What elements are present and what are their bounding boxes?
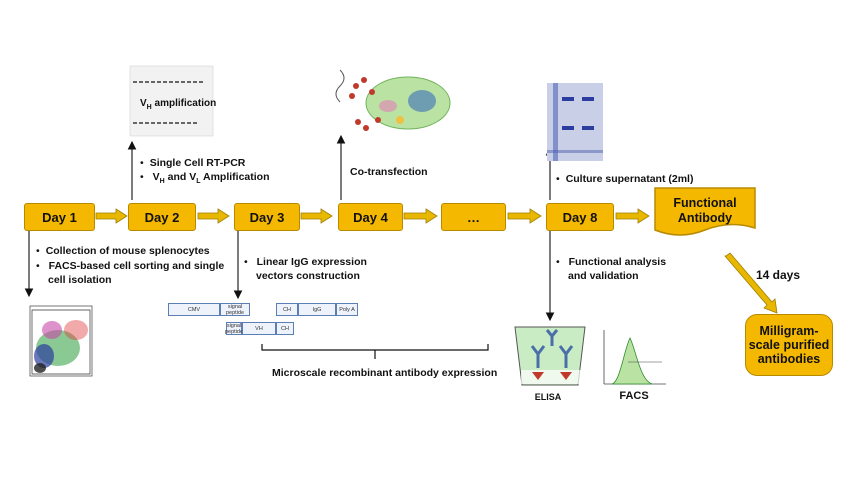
vector-igg: IgG [298, 303, 336, 316]
arrow-day4-ellipsis [403, 208, 438, 224]
arrow-day1-day2 [95, 208, 128, 224]
ellipsis-box: … [441, 203, 506, 231]
duration-label: 14 days [756, 268, 801, 282]
vector-signal-peptide-2: signal peptide [224, 322, 244, 335]
gel-caption: VH amplification [140, 98, 217, 111]
note-vh-vl-amplification: VH and VL Amplification [140, 170, 270, 189]
timeline-arrows [95, 208, 778, 314]
vector-vh: VH [242, 322, 276, 335]
final-product-box: Milligram- scale purified antibodies [745, 314, 833, 376]
sds-page-gel [547, 83, 603, 161]
microscale-expression-label: Microscale recombinant antibody expressi… [272, 367, 498, 379]
elisa-label: ELISA [534, 392, 562, 402]
functional-antibody-banner [654, 187, 756, 236]
expression-bracket [261, 344, 489, 359]
vector-signal-peptide-1: signal peptide [220, 303, 250, 316]
arrow-functional-final [724, 252, 778, 314]
cell-transfection-figure [335, 69, 451, 131]
vector-ch-2: CH [276, 322, 294, 335]
facs-label: FACS [619, 390, 649, 402]
vector-ch-1: CH [276, 303, 298, 316]
day2-box: Day 2 [128, 203, 196, 231]
arrow-day3-day4 [300, 208, 333, 224]
day3-box: Day 3 [234, 203, 300, 231]
note-splenocytes: Collection of mouse splenocytes [36, 244, 210, 258]
arrow-day2-day3 [197, 208, 230, 224]
day4-box: Day 4 [338, 203, 403, 231]
pcr-gel-image [129, 65, 214, 137]
vector-polya: Poly A [336, 303, 358, 316]
arrow-day8-functional [615, 208, 650, 224]
functional-antibody-label: Functional Antibody [673, 196, 737, 225]
arrow-ellipsis-day8 [507, 208, 542, 224]
day1-box: Day 1 [24, 203, 95, 231]
facs-histogram [603, 330, 666, 385]
elisa-figure [514, 326, 586, 386]
facs-dot-plot [29, 305, 93, 377]
vector-cmv: CMV [168, 303, 220, 316]
day8-box: Day 8 [546, 203, 614, 231]
note-rtpcr: Single Cell RT-PCR [140, 156, 246, 170]
vertical-arrows [24, 134, 555, 322]
note-culture-supernatant: Culture supernatant (2ml) [556, 172, 694, 186]
note-cotransfection: Co-transfection [350, 166, 428, 178]
